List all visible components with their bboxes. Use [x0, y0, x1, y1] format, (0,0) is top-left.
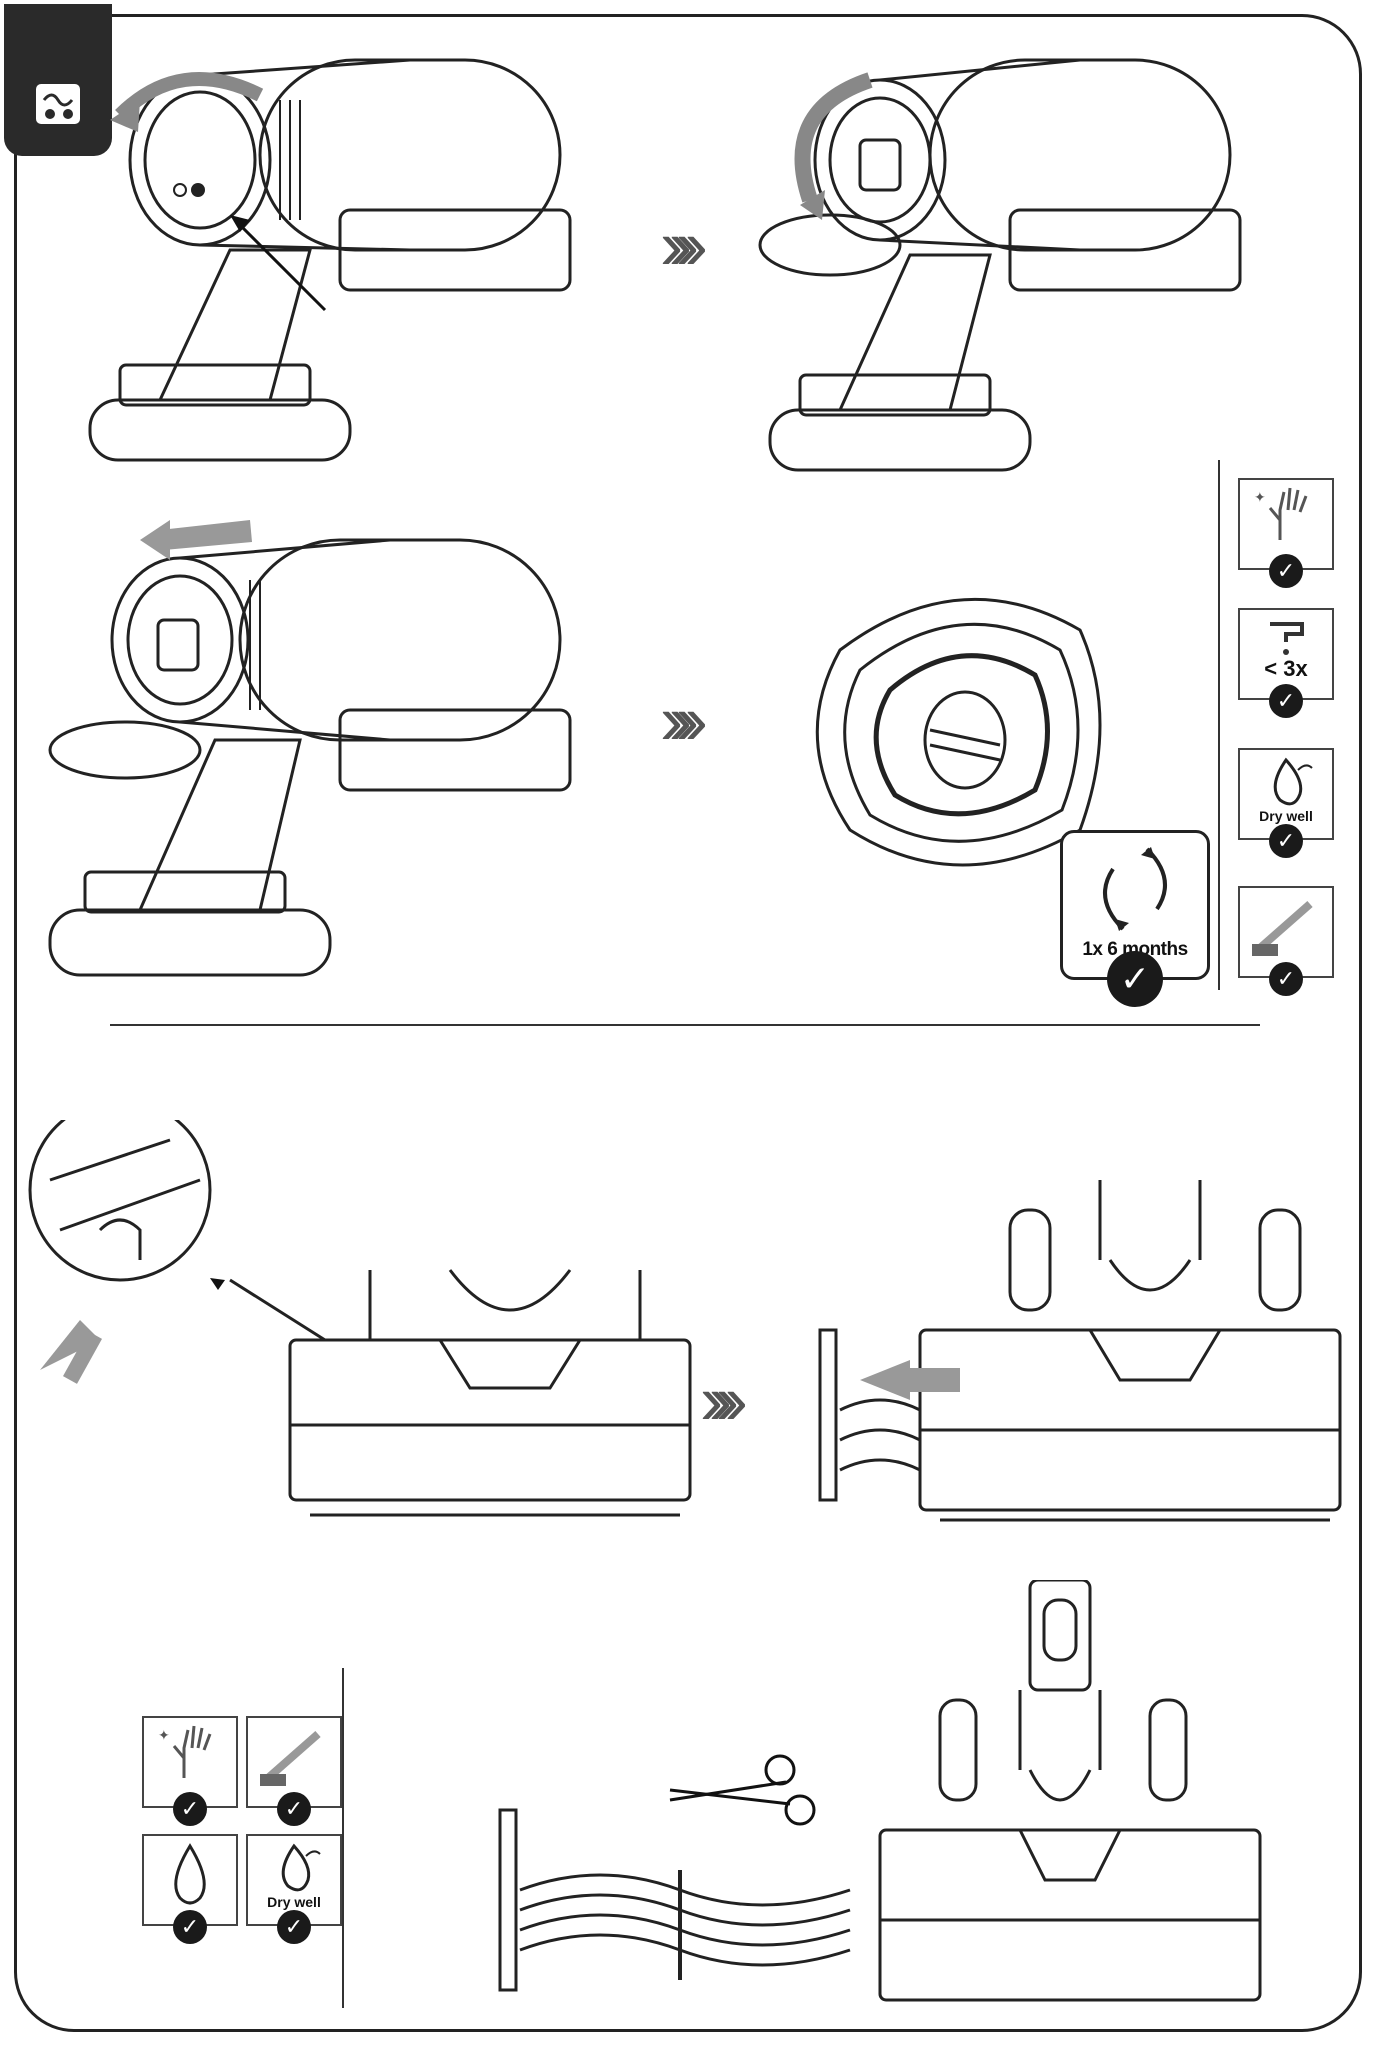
rotate-arrows-icon — [1063, 839, 1207, 939]
floor-head-upright — [860, 1580, 1280, 2020]
water-drop-icon: ✓ — [142, 1834, 238, 1926]
next-step-chevron: »» — [660, 205, 678, 285]
brush-icon: ✓ — [1238, 886, 1334, 978]
scissors-icon — [670, 1756, 814, 1824]
section-divider — [110, 1024, 1260, 1026]
hand-wash-icon: ✦ ✓ — [1238, 478, 1334, 570]
brush-icon: ✓ — [246, 1716, 342, 1808]
hand-wash-icon: ✦ ✓ — [142, 1716, 238, 1808]
next-step-chevron-2: »» — [660, 680, 678, 760]
dry-well-icon: Dry well ✓ — [1238, 748, 1334, 840]
floor-head-release-step — [20, 1120, 700, 1540]
svg-text:✦: ✦ — [1254, 489, 1266, 505]
floor-head-remove-brush-step — [800, 1170, 1360, 1530]
icon-column-divider — [1218, 460, 1220, 990]
replace-interval-badge: 1x 6 months ✓ — [1060, 830, 1210, 980]
icon-column-divider-2 — [342, 1668, 344, 2008]
vacuum-remove-cap-step — [40, 510, 620, 1010]
vacuum-open-cap-step — [750, 40, 1310, 510]
check-icon: ✓ — [1107, 951, 1163, 1007]
brushroll-cut-hair-step — [490, 1740, 870, 2010]
next-step-chevron-3: »» — [700, 1360, 718, 1440]
tap-water-icon: < 3x ✓ — [1238, 608, 1334, 700]
dry-well-icon: Dry well ✓ — [246, 1834, 342, 1926]
vacuum-rotate-step — [80, 20, 640, 500]
svg-text:✦: ✦ — [158, 1727, 170, 1743]
